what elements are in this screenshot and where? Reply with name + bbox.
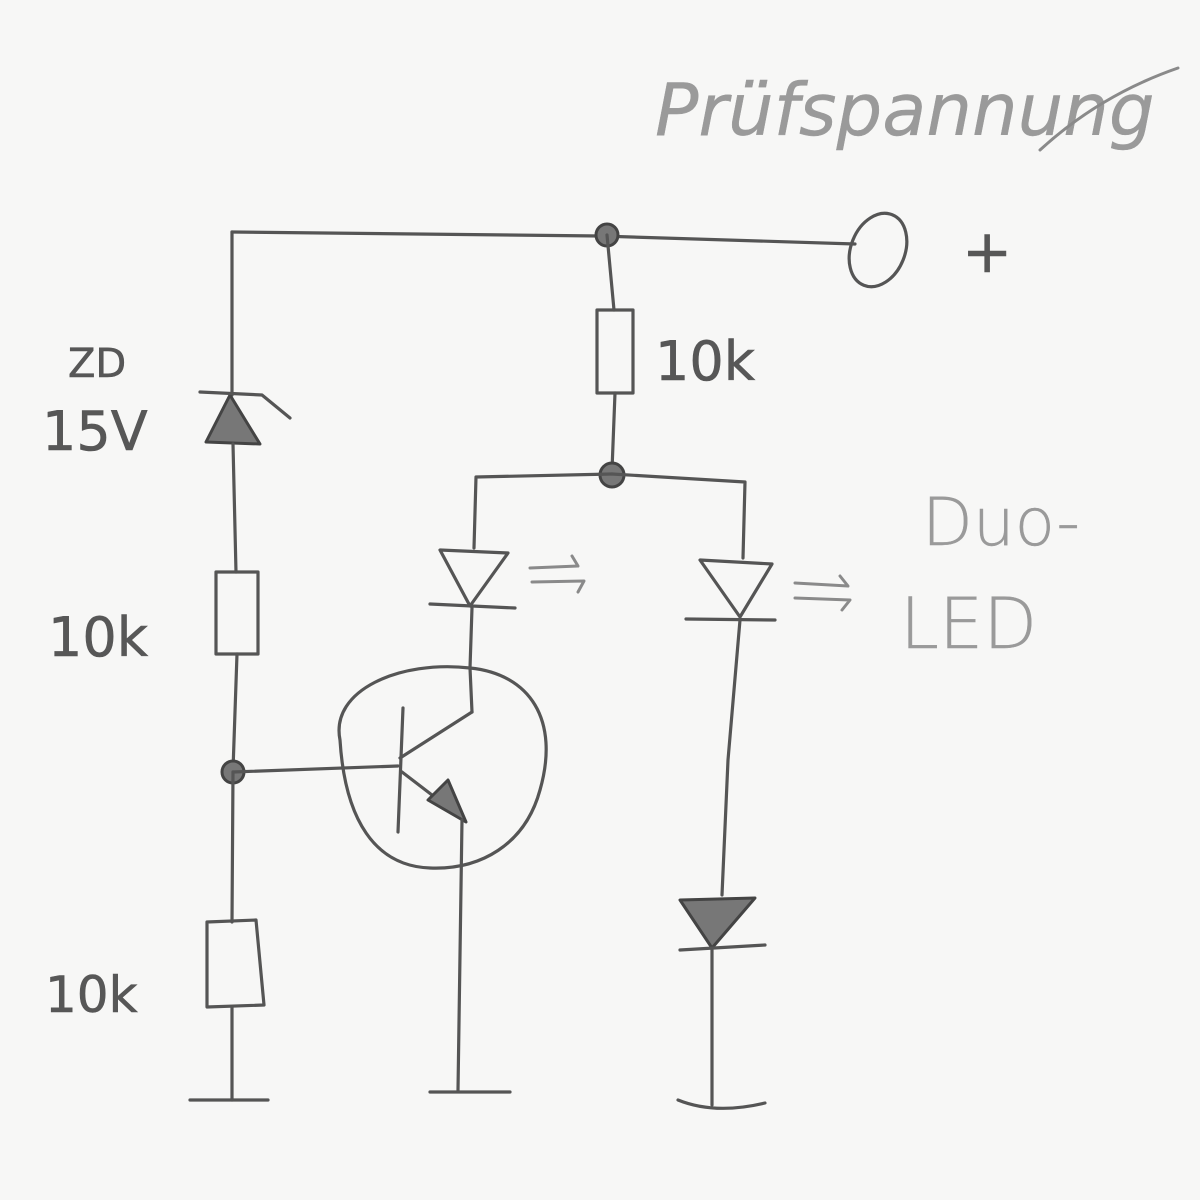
left-wire-node-to-bottom-resistor <box>230 770 235 924</box>
resistor-left-bottom <box>205 918 266 1009</box>
title-underline-stroke <box>1038 66 1180 152</box>
resistor-left-middle-label: 10k <box>48 606 149 669</box>
duo-led-label-line1: Duo- <box>922 484 1080 561</box>
left-wire-zener-to-resistor <box>231 442 238 574</box>
wire-emitter-to-ground <box>456 818 464 1092</box>
wire-top-resistor-to-led-node <box>610 391 617 472</box>
duo-led-right-body <box>698 558 774 619</box>
resistor-top <box>595 308 635 395</box>
title-label: Prüfspannung <box>655 68 1155 152</box>
duo-led-left-cathode-bar <box>428 602 517 610</box>
duo-led-left-body <box>438 548 510 608</box>
test-voltage-terminal[interactable] <box>839 205 918 296</box>
wire-led-right-to-diode <box>720 618 742 897</box>
wire-to-led-right <box>610 472 747 560</box>
top-rail-wire <box>230 230 857 246</box>
wire-led-left-to-collector <box>468 606 474 714</box>
zener-diode-body <box>204 393 262 446</box>
diode-right-body <box>678 896 757 950</box>
plus-label: + <box>962 217 1012 287</box>
right-ground-symbol <box>676 1098 767 1110</box>
resistor-left-bottom-label: 10k <box>45 966 138 1024</box>
duo-led-label-line2: LED <box>900 583 1037 665</box>
npn-transistor-collector-lead <box>398 710 474 760</box>
wire-to-led-left <box>472 472 614 550</box>
base-wire <box>231 764 400 774</box>
left-wire-resistor-to-base-node <box>231 652 239 772</box>
zener-diode-cathode-bar <box>198 390 292 420</box>
zener-name-label: ZD <box>68 341 126 387</box>
diode-right-cathode-bar <box>678 943 767 952</box>
npn-transistor-base-bar <box>396 706 405 834</box>
duo-led-right-light-arrows <box>793 574 852 612</box>
resistor-top-label: 10k <box>655 330 756 393</box>
zener-value-label: 15V <box>42 400 148 463</box>
duo-led-right-cathode-bar <box>684 617 777 622</box>
npn-transistor-envelope <box>337 665 548 870</box>
duo-led-left-light-arrows <box>528 554 586 594</box>
npn-transistor-emitter-arrow <box>426 778 468 824</box>
resistor-left-middle <box>214 570 260 656</box>
wire-to-top-resistor <box>605 233 616 312</box>
